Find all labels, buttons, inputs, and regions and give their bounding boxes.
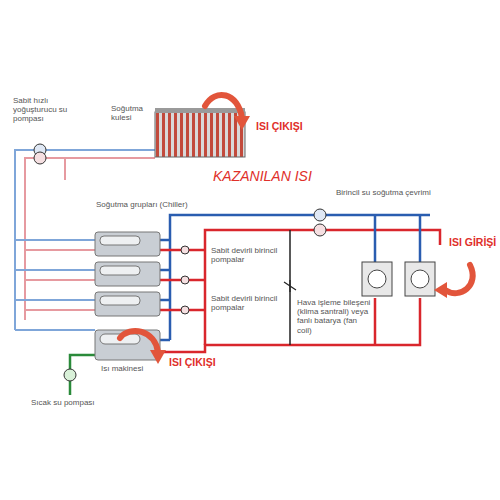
tower-label: Soğutma kulesi xyxy=(110,104,154,122)
chiller-label: Soğutma grupları (Chiller) xyxy=(95,200,189,209)
pump-label: Sabit hızlı yoğuşturucu su pompası xyxy=(12,96,92,124)
heat-out-label: ISI ÇIKIŞI xyxy=(255,120,304,132)
ahu-label: Hava işleme bileşeni (klima santrali) ve… xyxy=(296,298,372,335)
pump-label: Sıcak su pompası xyxy=(30,398,96,407)
machine-label: Isı makinesi xyxy=(100,364,144,373)
heat-gain-label: KAZANILAN ISI xyxy=(212,168,313,184)
heat-out-label: ISI ÇIKIŞI xyxy=(168,356,217,368)
pump-label: Sabit devirli birincil pompalar xyxy=(210,246,287,264)
pump-label: Sabit devirli birincil pompalar xyxy=(210,294,287,312)
heat-in-label: ISI GİRİŞİ xyxy=(448,236,496,248)
loop-label: Birincil su soğutma çevrimi xyxy=(335,188,437,197)
